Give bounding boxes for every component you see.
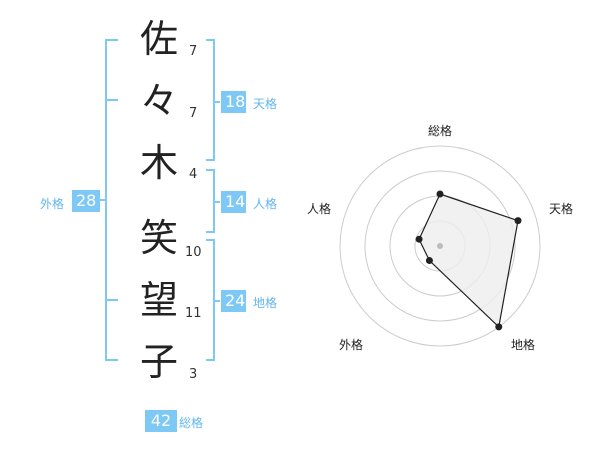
stroke-count-1: 7 xyxy=(189,44,198,59)
radar-center-dot xyxy=(437,243,443,249)
soukaku-label: 総格 xyxy=(179,416,204,430)
outer-bracket xyxy=(105,39,118,361)
radar-label-soukaku: 総格 xyxy=(428,124,453,138)
jinkaku-bracket xyxy=(206,169,215,233)
stroke-count-4: 10 xyxy=(185,245,202,260)
tenkaku-bracket xyxy=(206,39,215,161)
radar-ring xyxy=(339,145,541,347)
chikaku-bracket xyxy=(206,239,215,361)
radar-label-gaikaku: 外格 xyxy=(339,338,364,352)
name-char-6: 子 xyxy=(140,340,179,384)
name-char-4: 笑 xyxy=(140,216,179,260)
radar-label-jinkaku: 人格 xyxy=(307,202,332,216)
stroke-count-2: 7 xyxy=(189,106,198,121)
radar-point-5 xyxy=(415,235,423,243)
radar-point-3 xyxy=(495,323,503,331)
chikaku-label: 地格 xyxy=(253,296,278,310)
gaikaku-badge: 28 xyxy=(72,190,100,212)
tenkaku-badge: 18 xyxy=(221,91,246,113)
stroke-count-6: 3 xyxy=(189,367,198,382)
tenkaku-label: 天格 xyxy=(253,97,278,111)
radar-series-polygon xyxy=(418,193,519,329)
stroke-count-3: 4 xyxy=(189,167,198,182)
name-char-3: 木 xyxy=(140,141,179,185)
stroke-count-5: 11 xyxy=(185,306,202,321)
radar-chart xyxy=(339,145,541,347)
jinkaku-badge: 14 xyxy=(221,191,246,213)
name-char-1: 佐 xyxy=(140,17,179,61)
radar-point-4 xyxy=(425,257,433,265)
radar-point-2 xyxy=(514,217,522,225)
radar-ring xyxy=(364,170,516,322)
name-char-2: 々 xyxy=(140,79,179,123)
radar-label-tenkaku: 天格 xyxy=(549,202,574,216)
name-char-5: 望 xyxy=(140,278,179,322)
radar-label-chikaku: 地格 xyxy=(511,338,536,352)
radar-point-1 xyxy=(436,190,444,198)
jinkaku-label: 人格 xyxy=(253,197,278,211)
gaikaku-label: 外格 xyxy=(40,197,65,211)
chikaku-badge: 24 xyxy=(221,290,246,312)
soukaku-badge: 42 xyxy=(145,410,177,432)
